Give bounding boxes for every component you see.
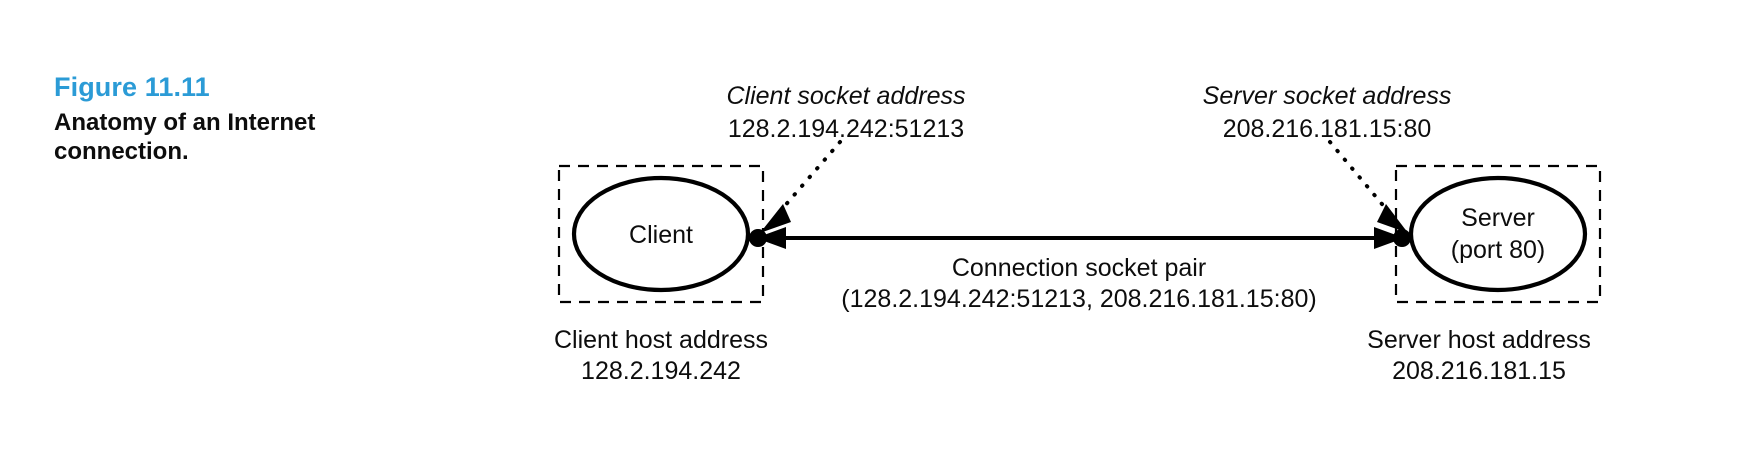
- client-node-label: Client: [629, 221, 693, 249]
- client-socket-address-value: 128.2.194.242:51213: [728, 115, 964, 143]
- server-node-label-line2: (port 80): [1451, 236, 1545, 264]
- client-socket-leader-line: [774, 140, 842, 218]
- connection-arrowhead-right: [1374, 227, 1404, 249]
- client-socket-leader-arrowhead: [760, 204, 791, 233]
- server-node-ellipse: [1408, 175, 1588, 293]
- connection-socket-pair-label: Connection socket pair: [952, 254, 1206, 282]
- figure-caption: Figure 11.11 Anatomy of an Internet conn…: [54, 72, 454, 166]
- figure-number: Figure 11.11: [54, 72, 210, 102]
- server-host-address-label: Server host address: [1367, 326, 1591, 354]
- server-socket-leader-line: [1328, 140, 1394, 218]
- client-node-ellipse: [571, 175, 751, 293]
- server-socket-address-value: 208.216.181.15:80: [1223, 115, 1432, 143]
- connection-arrowhead-left: [756, 227, 786, 249]
- server-socket-address-label: Server socket address: [1203, 82, 1452, 110]
- client-host-address-label: Client host address: [554, 326, 768, 354]
- connection-socket-pair-value: (128.2.194.242:51213, 208.216.181.15:80): [841, 285, 1316, 313]
- figure-title: Anatomy of an Internet connection.: [54, 108, 316, 166]
- client-socket-address-label: Client socket address: [726, 82, 965, 110]
- server-node-label-line1: Server: [1461, 204, 1535, 232]
- server-socket-leader-arrowhead: [1377, 204, 1408, 233]
- server-host-address-value: 208.216.181.15: [1392, 357, 1566, 385]
- client-host-address-value: 128.2.194.242: [581, 357, 741, 385]
